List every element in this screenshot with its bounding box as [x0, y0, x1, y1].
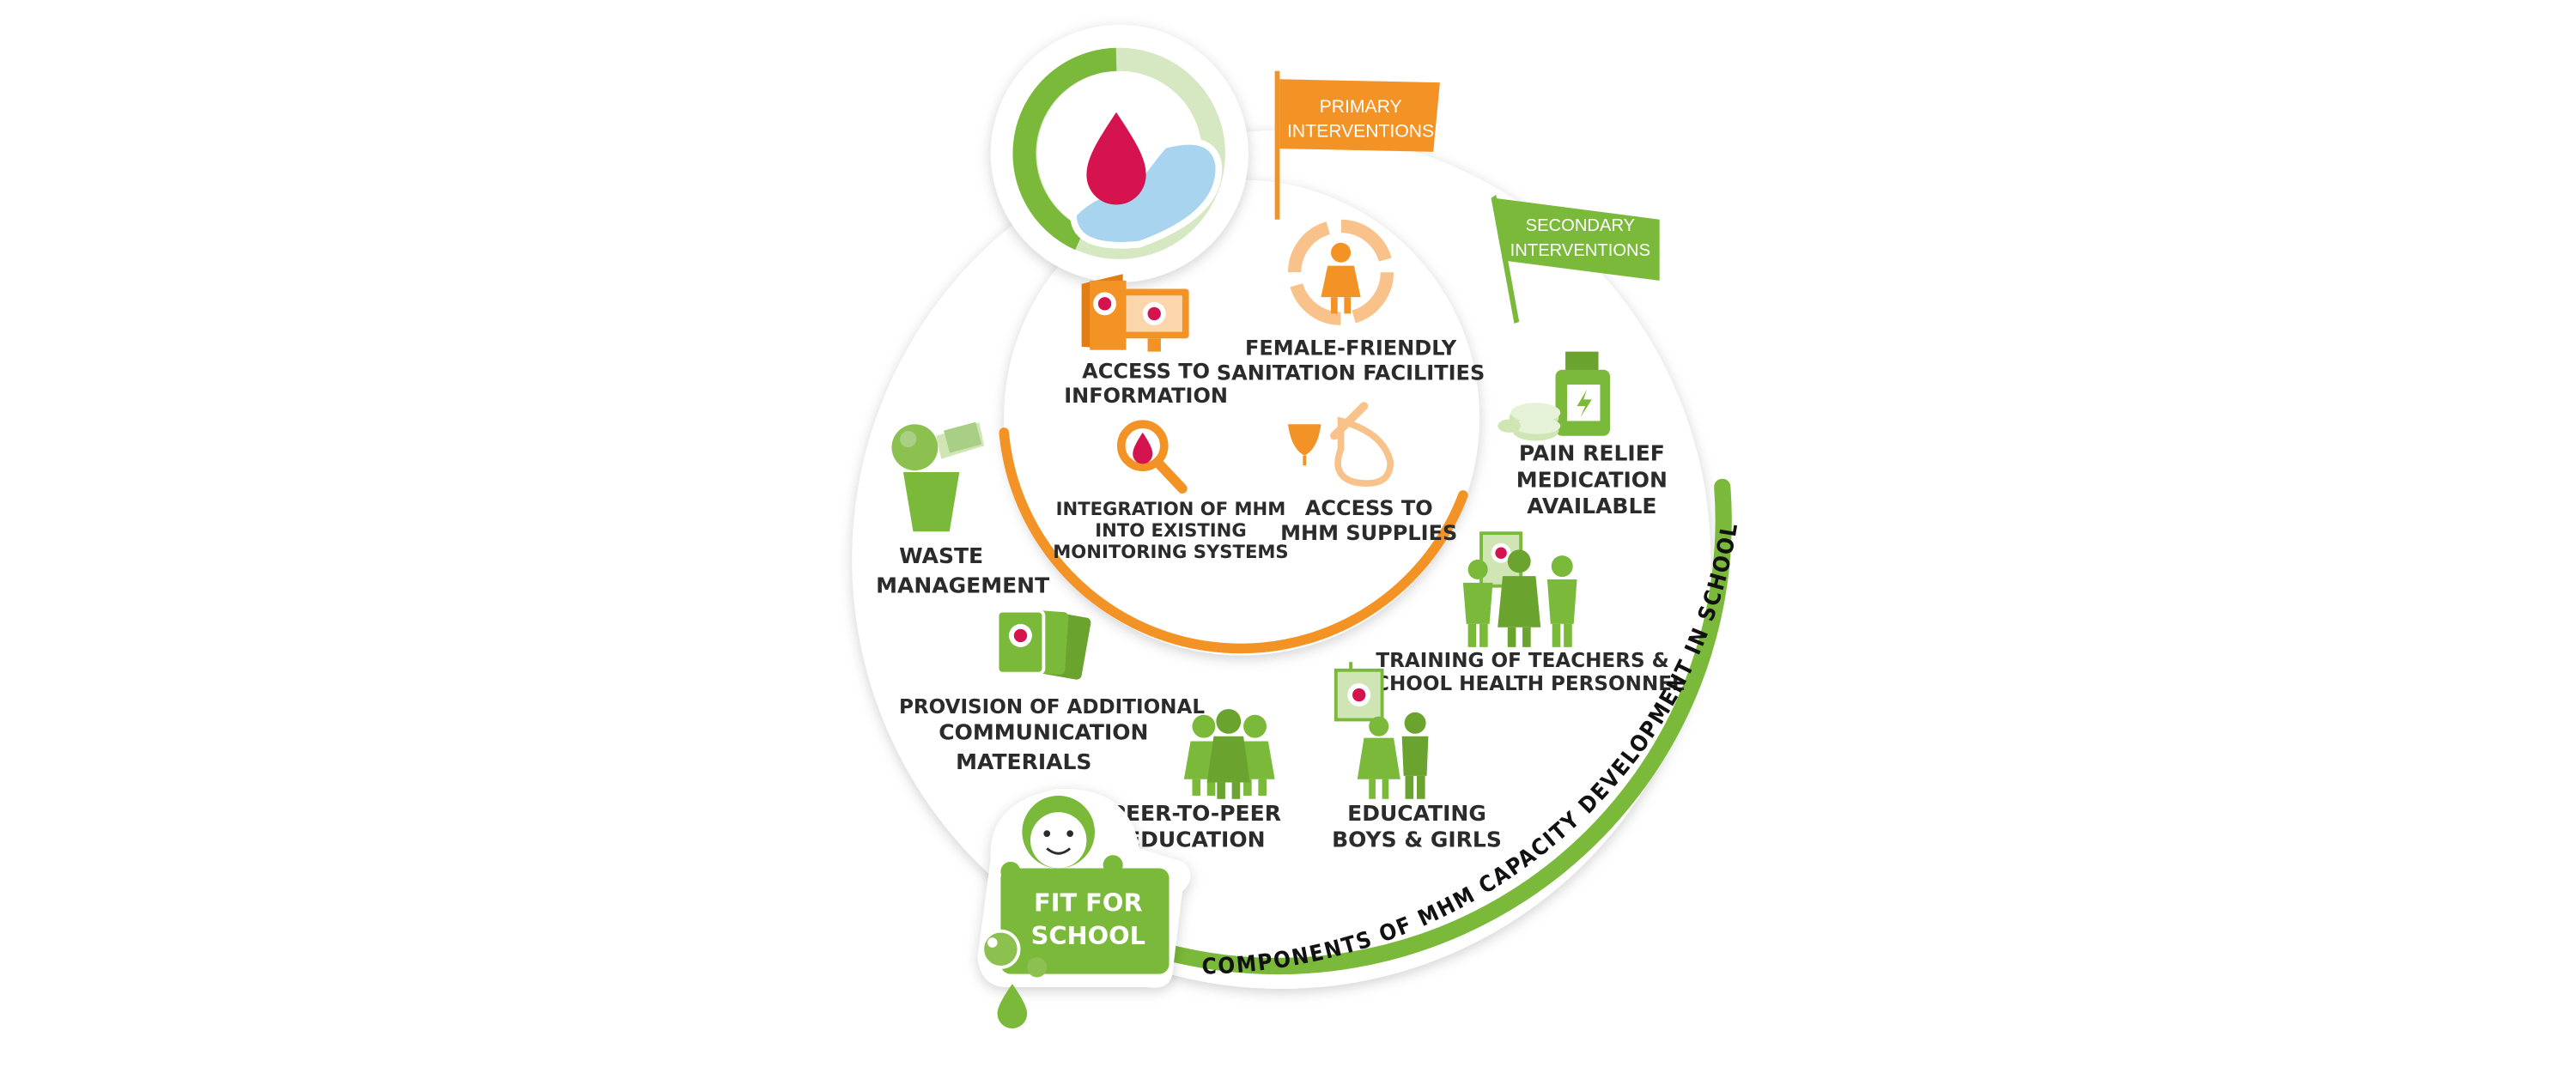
- blood-drop-icon: [1086, 112, 1146, 205]
- supplies-line1: ACCESS TO: [1305, 496, 1433, 520]
- menstrual-cup-tampon-icon: [1288, 402, 1394, 487]
- communication-line3: MATERIALS: [956, 749, 1091, 774]
- teachers-group-icon: [1462, 531, 1577, 647]
- logo-line1: FIT FOR: [1034, 888, 1143, 918]
- fit-for-school-logo: FIT FOR SCHOOL: [977, 789, 1191, 1029]
- integration-line3: MONITORING SYSTEMS: [1053, 541, 1288, 562]
- educating-line1: EDUCATING: [1347, 801, 1486, 826]
- peer-to-peer-education: PEER-TO-PEER EDUCATION: [1110, 708, 1281, 852]
- communication-materials: PROVISION OF ADDITIONAL COMMUNICATION MA…: [899, 609, 1205, 774]
- peer-line1: PEER-TO-PEER: [1110, 801, 1281, 826]
- training-of-teachers: TRAINING OF TEACHERS & SCHOOL HEALTH PER…: [1360, 531, 1685, 695]
- pain-relief-line2: MEDICATION: [1516, 467, 1668, 492]
- girls-group-icon: [1183, 708, 1275, 799]
- female-friendly-sanitation: FEMALE-FRIENDLY SANITATION FACILITIES: [1217, 219, 1485, 385]
- peer-line2: EDUCATION: [1126, 827, 1265, 852]
- integration-of-mhm: INTEGRATION OF MHM INTO EXISTING MONITOR…: [1053, 420, 1289, 562]
- children-with-poster-icon: [1334, 662, 1429, 799]
- access-to-mhm-supplies: ACCESS TO MHM SUPPLIES: [1280, 402, 1457, 545]
- secondary-interventions-flag: SECONDARY INTERVENTIONS: [1491, 194, 1660, 324]
- training-line1: TRAINING OF TEACHERS &: [1376, 650, 1668, 672]
- primary-interventions-flag: PRIMARY INTERVENTIONS: [1274, 70, 1440, 220]
- educating-line2: BOYS & GIRLS: [1332, 827, 1502, 852]
- mhm-logo-badge: [990, 24, 1249, 282]
- sanitation-line2: SANITATION FACILITIES: [1217, 361, 1485, 385]
- pain-relief-medication: PAIN RELIEF MEDICATION AVAILABLE: [1498, 351, 1668, 518]
- waste-management: WASTE MANAGEMENT: [876, 421, 1049, 597]
- pain-relief-line1: PAIN RELIEF: [1519, 441, 1665, 466]
- secondary-flag-line2: INTERVENTIONS: [1510, 241, 1650, 260]
- primary-flag-line2: INTERVENTIONS: [1287, 122, 1434, 142]
- educating-boys-and-girls: EDUCATING BOYS & GIRLS: [1332, 662, 1502, 852]
- logo-line2: SCHOOL: [1031, 921, 1145, 950]
- communication-line2: COMMUNICATION: [939, 720, 1148, 745]
- female-toilet-icon: [1288, 219, 1394, 325]
- sanitation-line1: FEMALE-FRIENDLY: [1245, 336, 1457, 360]
- secondary-flag-line1: SECONDARY: [1526, 216, 1636, 235]
- book-computer-icon: [1081, 274, 1189, 352]
- access-info-line2: INFORMATION: [1064, 384, 1228, 408]
- integration-line2: INTO EXISTING: [1095, 519, 1246, 541]
- integration-line1: INTEGRATION OF MHM: [1056, 498, 1286, 519]
- communication-line1: PROVISION OF ADDITIONAL: [899, 696, 1205, 718]
- access-to-information: ACCESS TO INFORMATION: [1064, 274, 1228, 408]
- magnifier-icon: [1116, 420, 1188, 494]
- waste-line1: WASTE: [899, 543, 983, 568]
- pain-relief-line3: AVAILABLE: [1527, 494, 1656, 518]
- primary-flag-line1: PRIMARY: [1320, 97, 1402, 117]
- supplies-line2: MHM SUPPLIES: [1280, 521, 1457, 545]
- medicine-bottle-icon: [1498, 351, 1610, 441]
- cards-stack-icon: [995, 609, 1091, 680]
- waste-line2: MANAGEMENT: [876, 573, 1049, 597]
- training-line2: SCHOOL HEALTH PERSONNEL: [1360, 673, 1685, 695]
- access-info-line1: ACCESS TO: [1082, 359, 1210, 383]
- waste-bin-icon: [891, 421, 985, 532]
